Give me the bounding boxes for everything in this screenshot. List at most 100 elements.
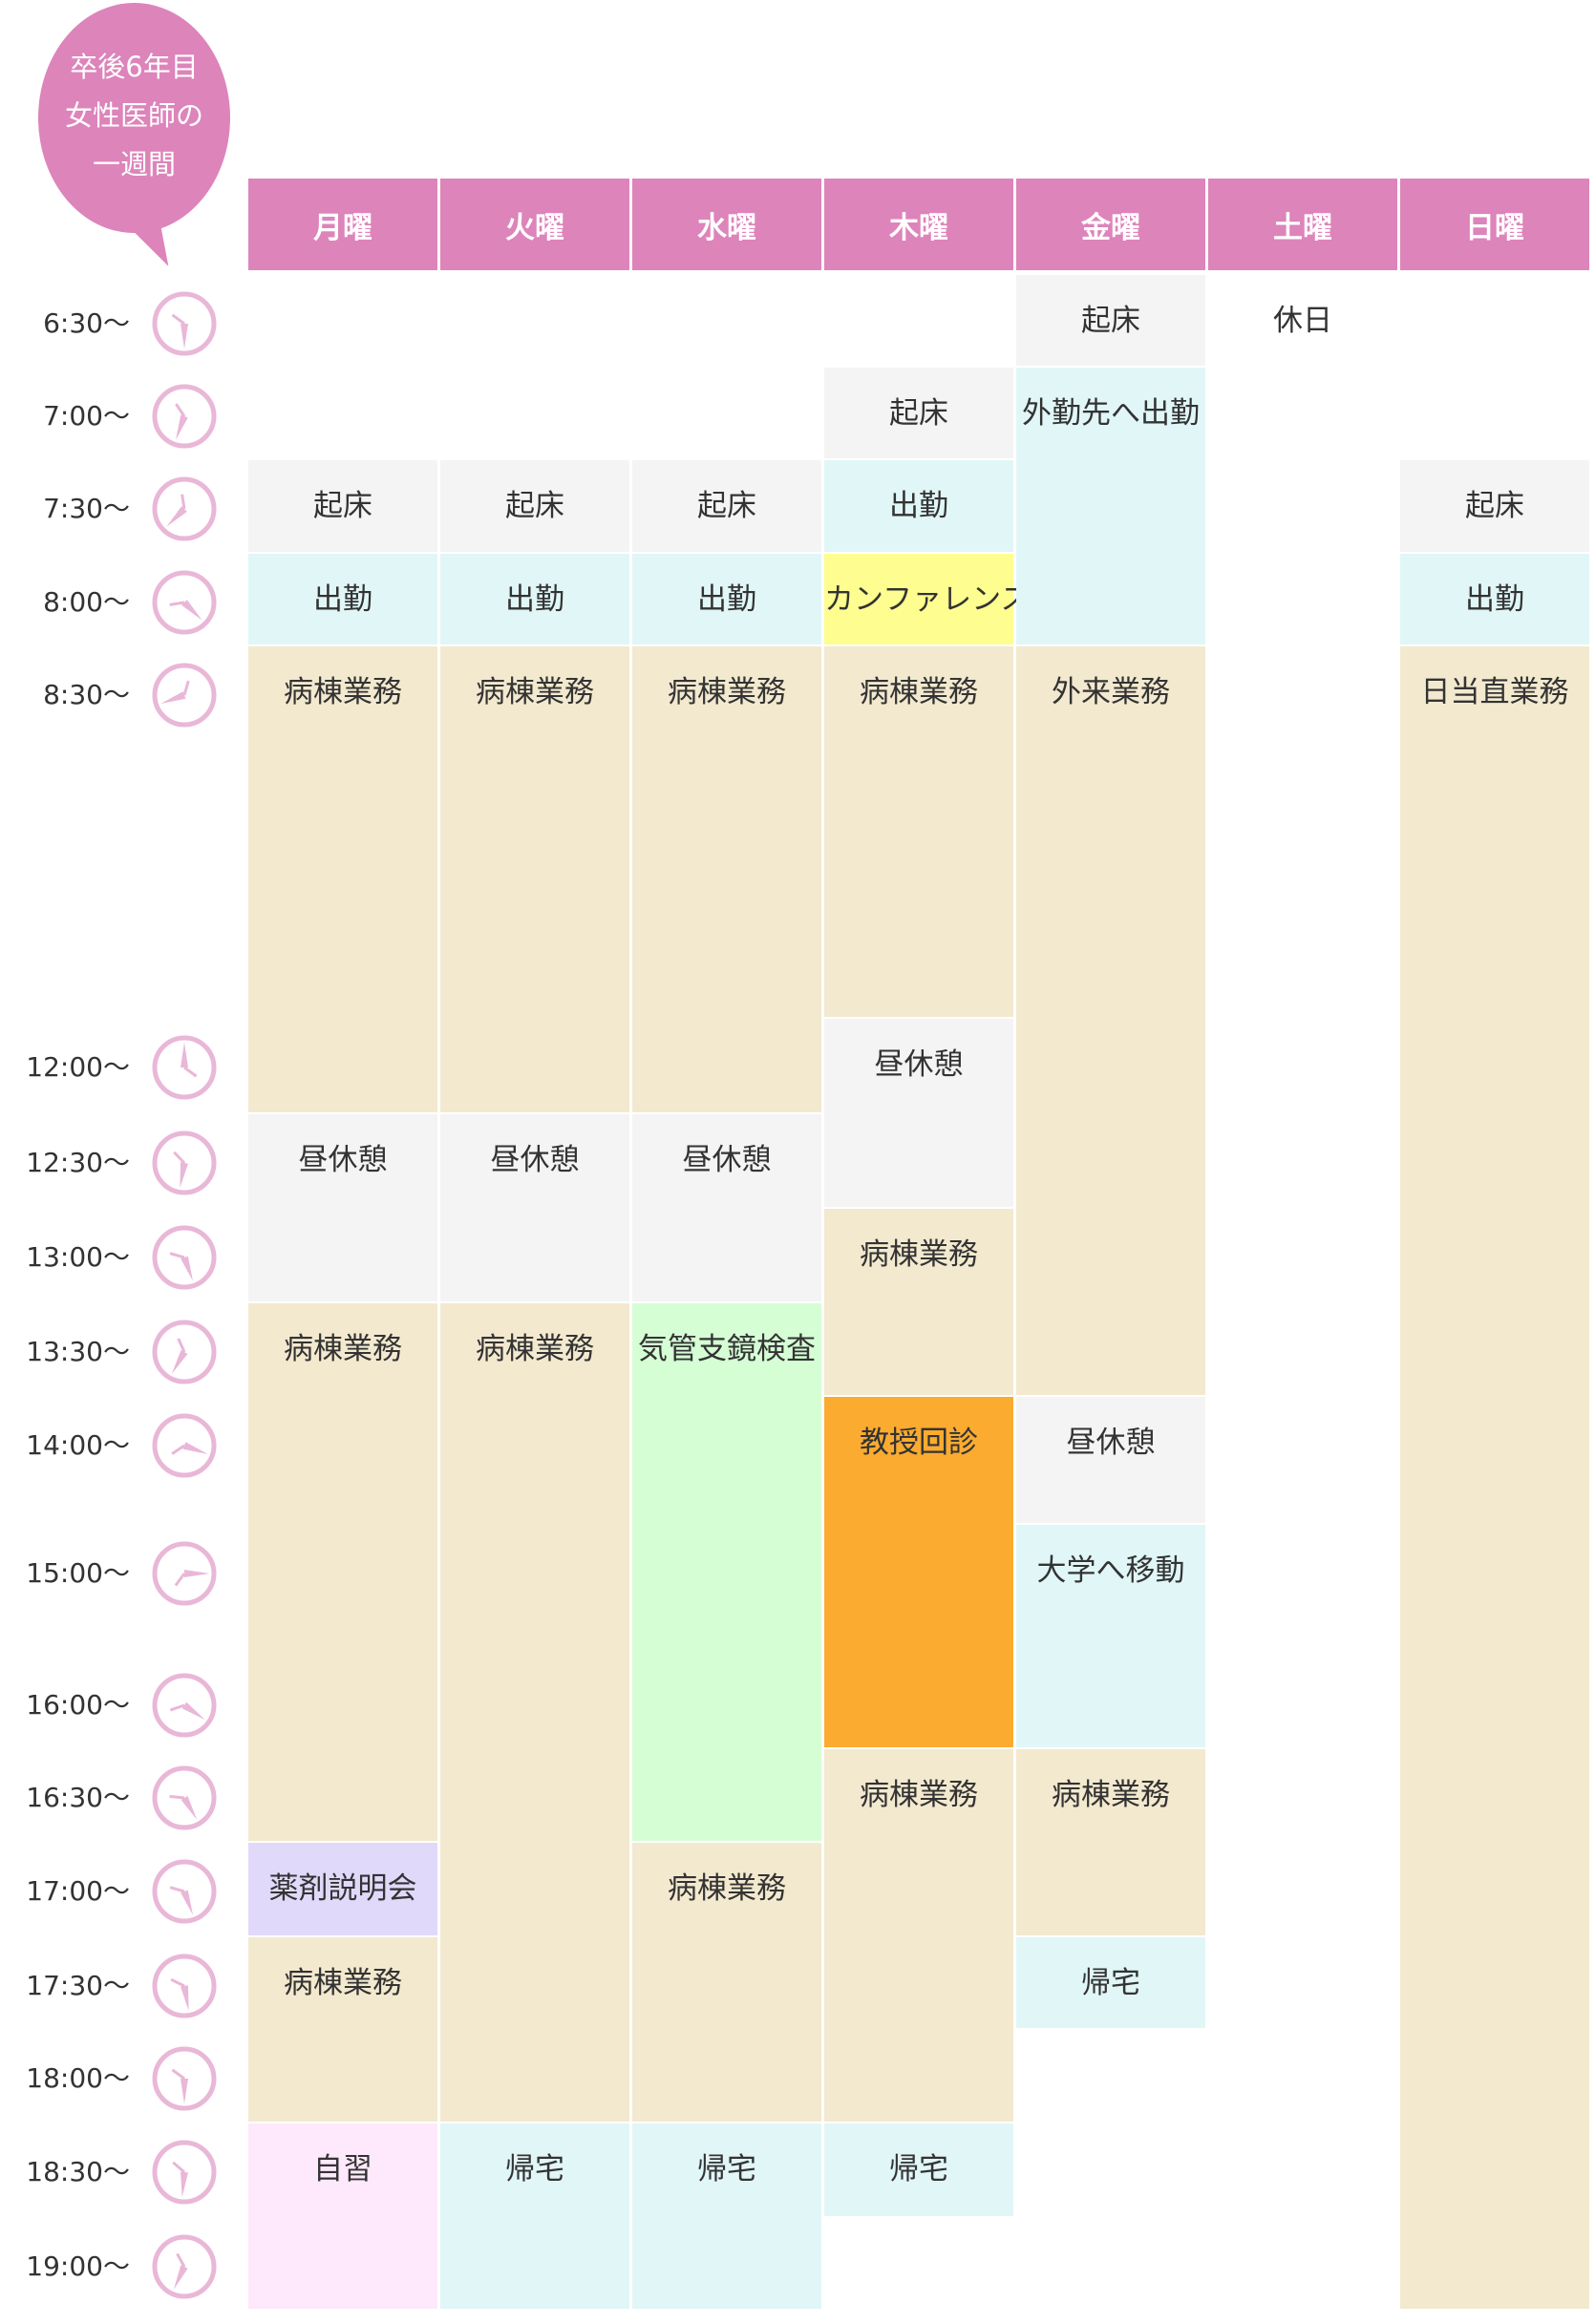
schedule-block-label: 気管支鏡検査 bbox=[638, 1332, 816, 1366]
schedule-block-label: 教授回診 bbox=[860, 1426, 978, 1460]
schedule-block-label: 病棟業務 bbox=[284, 675, 402, 709]
schedule-block: 病棟業務 bbox=[632, 1843, 821, 2122]
schedule-block-label: 外来業務 bbox=[1052, 675, 1170, 709]
time-label: 18:00〜 bbox=[26, 2062, 130, 2094]
time-label: 15:00〜 bbox=[26, 1557, 130, 1589]
schedule-block-label: 大学へ移動 bbox=[1036, 1553, 1185, 1588]
schedule-block: カンファレンス bbox=[824, 554, 1030, 644]
schedule-block: 昼休憩 bbox=[1016, 1397, 1205, 1523]
schedule-block: 休日 bbox=[1208, 275, 1397, 366]
clock-icon bbox=[152, 1765, 217, 1830]
schedule-block: 起床 bbox=[1400, 460, 1589, 552]
time-label: 17:00〜 bbox=[26, 1875, 130, 1907]
schedule-block: 出勤 bbox=[440, 554, 629, 644]
schedule-block-label: 休日 bbox=[1273, 304, 1332, 338]
schedule-block-label: 病棟業務 bbox=[668, 1871, 786, 1906]
schedule-block: 病棟業務 bbox=[824, 1209, 1013, 1395]
day-header-5: 金曜 bbox=[1016, 179, 1205, 270]
schedule-block: 帰宅 bbox=[824, 2123, 1013, 2216]
schedule-block: 出勤 bbox=[1400, 554, 1589, 644]
schedule-block-label: 病棟業務 bbox=[1052, 1778, 1170, 1812]
schedule-block: 日当直業務 bbox=[1400, 646, 1589, 2309]
clock-icon bbox=[152, 1035, 217, 1100]
schedule-block: 起床 bbox=[1016, 275, 1205, 366]
schedule-block: 起床 bbox=[440, 460, 629, 552]
time-label: 12:00〜 bbox=[26, 1051, 130, 1083]
time-label: 19:00〜 bbox=[26, 2250, 130, 2282]
time-label: 7:30〜 bbox=[43, 493, 130, 524]
schedule-block-label: 出勤 bbox=[697, 582, 756, 617]
clock-icon bbox=[152, 1130, 217, 1195]
time-label: 16:30〜 bbox=[26, 1782, 130, 1813]
schedule-block-label: 外勤先へ出勤 bbox=[1022, 396, 1200, 431]
day-header-3: 水曜 bbox=[632, 179, 821, 270]
schedule-block: 病棟業務 bbox=[824, 1749, 1013, 2122]
schedule-block: 病棟業務 bbox=[1016, 1749, 1205, 1935]
schedule-block-label: 昼休憩 bbox=[490, 1143, 580, 1177]
schedule-block: 出勤 bbox=[632, 554, 821, 644]
schedule-block-label: 薬剤説明会 bbox=[268, 1871, 417, 1906]
clock-icon bbox=[152, 1673, 217, 1738]
schedule-block: 昼休憩 bbox=[440, 1114, 629, 1301]
time-label: 16:00〜 bbox=[26, 1689, 130, 1721]
clock-icon bbox=[152, 1225, 217, 1290]
title-bubble bbox=[38, 3, 230, 233]
schedule-block: 出勤 bbox=[824, 460, 1013, 552]
schedule-block-label: 病棟業務 bbox=[860, 675, 978, 709]
schedule-block: 病棟業務 bbox=[440, 1303, 629, 2122]
schedule-block: 病棟業務 bbox=[824, 646, 1013, 1017]
day-header-7: 日曜 bbox=[1400, 179, 1589, 270]
clock-icon bbox=[152, 476, 217, 541]
clock-icon bbox=[152, 1541, 217, 1606]
schedule-block-label: 病棟業務 bbox=[476, 1332, 594, 1366]
clock-icon bbox=[152, 1413, 217, 1478]
schedule-block: 病棟業務 bbox=[248, 646, 437, 1112]
clock-icon bbox=[152, 2046, 217, 2111]
day-header-4: 木曜 bbox=[824, 179, 1013, 270]
schedule-block-label: 帰宅 bbox=[505, 2152, 564, 2187]
schedule-block-label: 病棟業務 bbox=[284, 1966, 402, 2000]
schedule-block-label: 昼休憩 bbox=[1066, 1426, 1156, 1460]
schedule-block: 教授回診 bbox=[824, 1397, 1013, 1747]
time-label: 8:30〜 bbox=[43, 679, 130, 710]
time-label: 13:30〜 bbox=[26, 1336, 130, 1367]
schedule-block: 昼休憩 bbox=[248, 1114, 437, 1301]
schedule-block: 病棟業務 bbox=[632, 646, 821, 1112]
schedule-block-label: 起床 bbox=[697, 489, 756, 523]
schedule-block: 外勤先へ出勤 bbox=[1016, 368, 1205, 644]
schedule-block: 大学へ移動 bbox=[1016, 1525, 1205, 1747]
schedule-block-label: 病棟業務 bbox=[860, 1237, 978, 1272]
schedule-block-label: 病棟業務 bbox=[284, 1332, 402, 1366]
schedule-block-label: 帰宅 bbox=[889, 2152, 948, 2187]
schedule-block-label: 起床 bbox=[1465, 489, 1524, 523]
schedule-block: 気管支鏡検査 bbox=[632, 1303, 821, 1841]
clock-icon bbox=[152, 570, 217, 635]
clock-icon bbox=[152, 291, 217, 356]
schedule-block-label: 帰宅 bbox=[1081, 1966, 1140, 2000]
schedule-block: 帰宅 bbox=[1016, 1937, 1205, 2028]
day-header-1: 月曜 bbox=[248, 179, 437, 270]
schedule-block: 病棟業務 bbox=[440, 646, 629, 1112]
day-header-6: 土曜 bbox=[1208, 179, 1397, 270]
clock-icon bbox=[152, 2140, 217, 2205]
schedule-block-label: 昼休憩 bbox=[682, 1143, 772, 1177]
schedule-block-label: 昼休憩 bbox=[874, 1047, 964, 1082]
clock-icon bbox=[152, 1954, 217, 2018]
schedule-block-label: 日当直業務 bbox=[1420, 675, 1569, 709]
time-label: 13:00〜 bbox=[26, 1241, 130, 1273]
clock-icon bbox=[152, 1320, 217, 1384]
schedule-block: 帰宅 bbox=[440, 2123, 629, 2309]
schedule-block-label: 起床 bbox=[889, 396, 948, 431]
schedule-block-label: 出勤 bbox=[889, 489, 948, 523]
schedule-block-label: 起床 bbox=[505, 489, 564, 523]
schedule-block-label: 起床 bbox=[313, 489, 372, 523]
schedule-block-label: 病棟業務 bbox=[860, 1778, 978, 1812]
schedule-block: 帰宅 bbox=[632, 2123, 821, 2309]
schedule-block-label: 起床 bbox=[1081, 304, 1140, 338]
time-label: 7:00〜 bbox=[43, 400, 130, 432]
schedule-block-label: カンファレンス bbox=[824, 582, 1031, 617]
clock-icon bbox=[152, 2234, 217, 2299]
schedule-block: 病棟業務 bbox=[248, 1303, 437, 1841]
time-label: 12:30〜 bbox=[26, 1147, 130, 1178]
